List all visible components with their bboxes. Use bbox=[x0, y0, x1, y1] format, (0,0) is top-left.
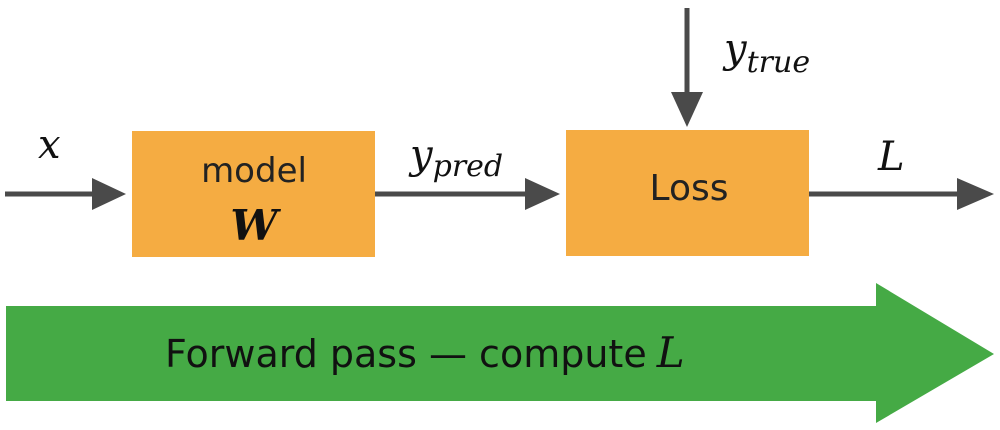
input-label: x bbox=[38, 122, 61, 168]
loss-box bbox=[566, 130, 809, 256]
loss-label: Loss bbox=[650, 168, 729, 209]
model-label: model bbox=[201, 151, 307, 191]
connectors bbox=[5, 8, 994, 210]
banner-text: Forward pass — compute bbox=[165, 332, 647, 376]
prediction-arrow-head bbox=[525, 178, 560, 210]
input-arrow-head bbox=[92, 178, 126, 210]
target-arrow-head bbox=[671, 92, 703, 127]
model-block: model W bbox=[132, 131, 375, 257]
banner-symbol: L bbox=[656, 328, 685, 377]
banner-arrow bbox=[6, 283, 994, 423]
target-subscript: true bbox=[747, 45, 810, 80]
prediction-label: ypred bbox=[408, 132, 503, 184]
target-symbol: y bbox=[722, 26, 748, 72]
target-label: ytrue bbox=[722, 26, 810, 80]
model-box bbox=[132, 131, 375, 257]
model-weight-symbol: W bbox=[230, 201, 281, 250]
loss-block: Loss bbox=[566, 130, 809, 256]
prediction-symbol: y bbox=[408, 132, 434, 178]
prediction-subscript: pred bbox=[433, 149, 504, 184]
output-label: L bbox=[877, 134, 905, 180]
output-arrow-head bbox=[957, 178, 994, 210]
